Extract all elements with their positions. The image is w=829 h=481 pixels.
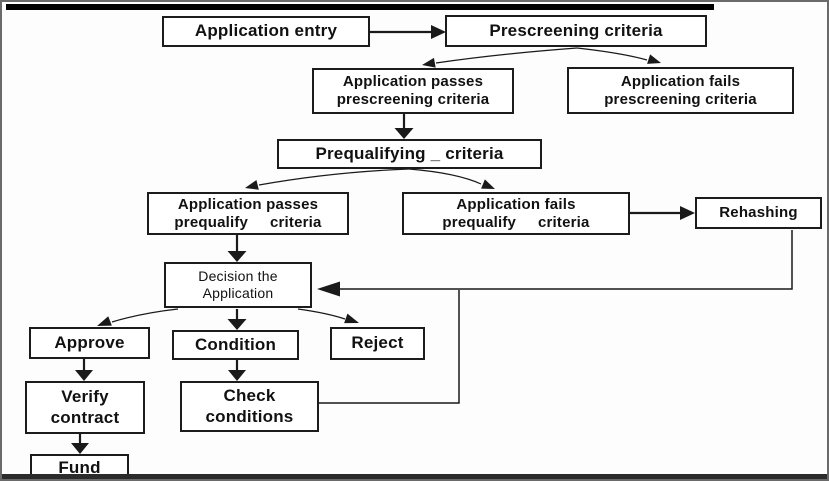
node-prequalifying-criteria: Prequalifying _ criteria bbox=[277, 139, 542, 169]
node-approve: Approve bbox=[29, 327, 150, 359]
edge-decision-to-reject bbox=[297, 308, 346, 320]
arrowhead-fails-to-rehashing bbox=[680, 206, 695, 220]
arrowhead-passes-to-prequalifying bbox=[394, 128, 414, 139]
node-fails-prescreening: Application fails prescreening criteria bbox=[567, 67, 794, 114]
top-border-bar bbox=[6, 4, 714, 10]
arrowhead-prescreening-to-fails bbox=[647, 54, 661, 64]
arrowhead-passes-prequalify-to-decision bbox=[227, 251, 247, 262]
arrowhead-condition-to-check bbox=[228, 370, 246, 381]
node-decision-the-application: Decision the Application bbox=[164, 262, 312, 308]
arrowhead-prequalifying-to-passes bbox=[245, 180, 259, 190]
edge-prequalifying-to-passes bbox=[258, 168, 410, 186]
node-check-conditions: Check conditions bbox=[180, 381, 319, 432]
arrowhead-decision-to-condition bbox=[227, 319, 247, 330]
node-prescreening-criteria: Prescreening criteria bbox=[445, 15, 707, 47]
edge-check-conditions-feedback bbox=[319, 290, 460, 404]
edge-prequalifying-to-fails bbox=[408, 168, 482, 185]
arrowhead-verify-to-fund bbox=[71, 443, 89, 454]
node-rehashing: Rehashing bbox=[695, 197, 822, 229]
node-passes-prequalify: Application passes prequalify criteria bbox=[147, 192, 349, 235]
edge-rehashing-to-decision bbox=[340, 230, 793, 290]
bottom-border-bar bbox=[2, 474, 827, 479]
arrowhead-decision-to-reject bbox=[344, 313, 359, 324]
node-verify-contract: Verify contract bbox=[25, 381, 145, 434]
edge-decision-to-approve bbox=[111, 308, 179, 323]
node-passes-prescreening: Application passes prescreening criteria bbox=[312, 68, 514, 114]
arrowhead-prescreening-to-passes bbox=[422, 57, 436, 68]
arrowhead-prequalifying-to-fails bbox=[481, 179, 495, 189]
node-reject: Reject bbox=[330, 327, 425, 360]
arrowhead-entry-to-prescreening bbox=[431, 25, 446, 39]
edge-prescreening-to-fails bbox=[576, 47, 648, 61]
node-application-entry: Application entry bbox=[162, 16, 370, 47]
node-fails-prequalify: Application fails prequalify criteria bbox=[402, 192, 630, 235]
node-condition: Condition bbox=[172, 330, 299, 360]
arrowhead-decision-to-approve bbox=[97, 316, 112, 326]
edge-prescreening-to-passes bbox=[435, 47, 578, 64]
arrowhead-approve-to-verify bbox=[75, 370, 93, 381]
arrowhead-rehashing-to-decision bbox=[317, 281, 340, 297]
